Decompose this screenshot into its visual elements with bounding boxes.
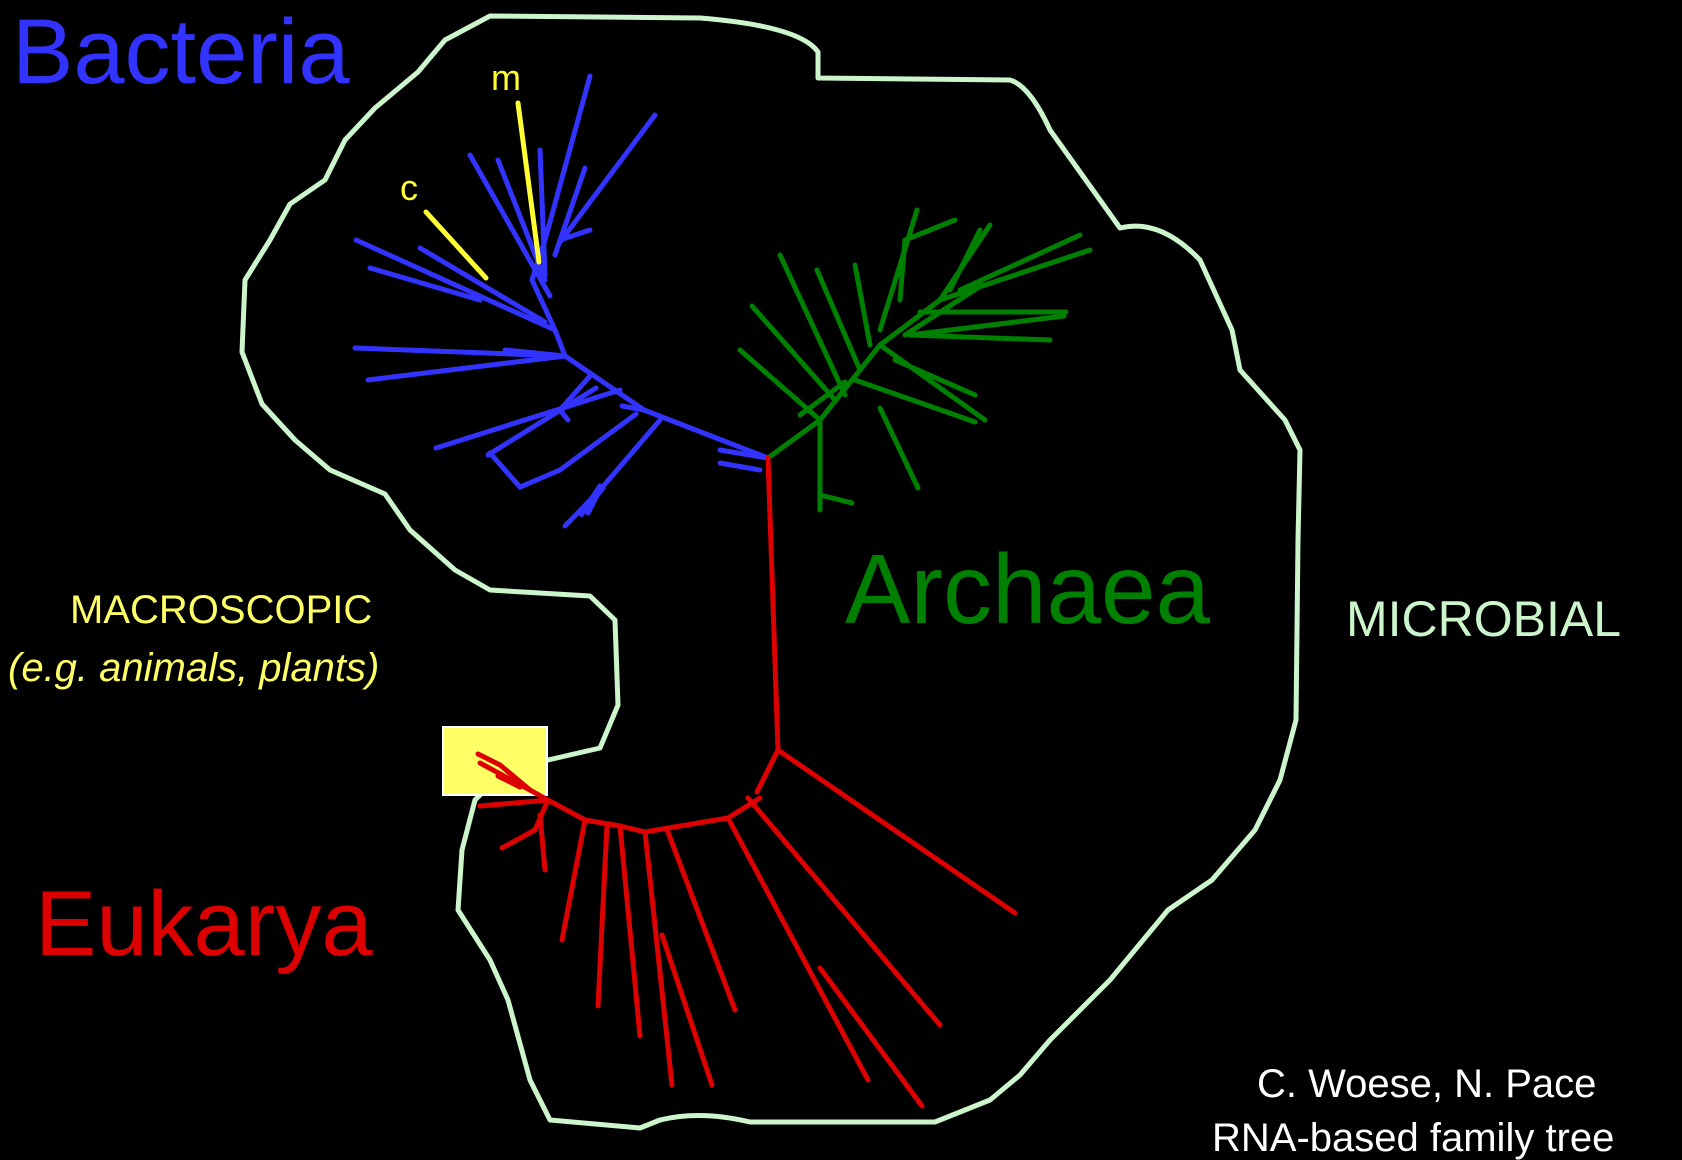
bacteria-domain-label: Bacteria bbox=[12, 6, 350, 98]
archaea-branches bbox=[740, 210, 1090, 510]
tree-of-life-diagram: Bacteria Archaea Eukarya MACROSCOPIC (e.… bbox=[0, 0, 1682, 1136]
credit-label: C. Woese, N. Pace bbox=[1257, 1064, 1596, 1104]
mitochondria-marker-label: m bbox=[491, 60, 521, 96]
chloroplast-marker-label: c bbox=[400, 170, 418, 206]
archaea-domain-label: Archaea bbox=[845, 540, 1210, 638]
eukarya-domain-label: Eukarya bbox=[35, 878, 373, 970]
bacteria-branches bbox=[355, 76, 768, 526]
microbial-label: MICROBIAL bbox=[1346, 594, 1621, 644]
macroscopic-label: MACROSCOPIC bbox=[70, 590, 372, 630]
credit-subtitle-label: RNA-based family tree bbox=[1212, 1118, 1614, 1158]
macroscopic-example-label: (e.g. animals, plants) bbox=[8, 648, 379, 688]
